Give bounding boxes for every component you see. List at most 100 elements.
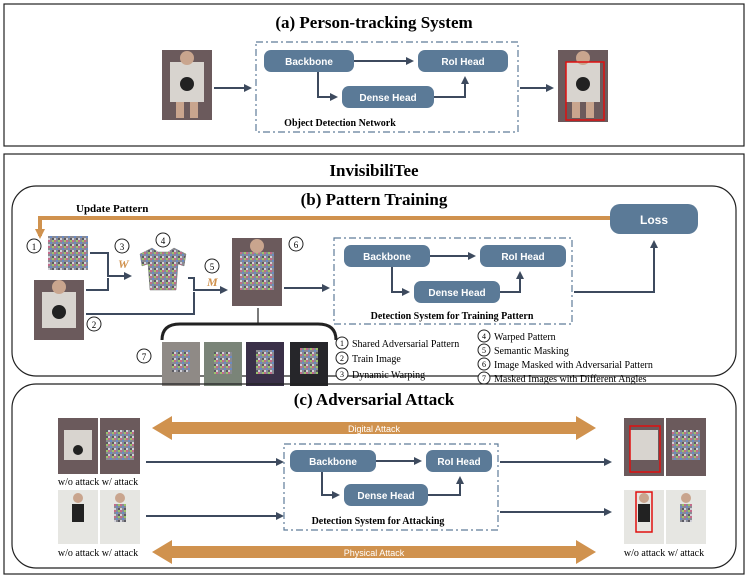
panel-c-dense-box	[344, 484, 428, 506]
physical-detection-box	[635, 491, 653, 533]
digital-output-images	[624, 418, 706, 476]
panel-c-roi-box	[426, 450, 492, 472]
loss-label: Loss	[640, 213, 668, 227]
panel-a-dense-box	[342, 86, 434, 108]
panel-c-backbone-label: Backbone	[309, 457, 357, 468]
left-top-caption: w/o attack w/ attack	[58, 477, 138, 488]
marker-7	[136, 348, 152, 364]
panel-c-system-caption: Detection System for Attacking	[312, 516, 445, 527]
marker-4-num: 4	[161, 236, 166, 246]
legend-6-text: Image Masked with Adversarial Pattern	[494, 360, 653, 371]
warp-w-label: W	[118, 257, 130, 271]
marker-3	[114, 238, 130, 254]
marker-2	[86, 316, 102, 332]
arrow-b-dense-roi	[500, 271, 524, 293]
update-pattern-label: Update Pattern	[76, 203, 148, 215]
panel-b-system-caption: Detection System for Training Pattern	[371, 311, 534, 322]
panel-c-frame	[11, 383, 737, 569]
panel-c-backbone-box	[290, 450, 376, 472]
panel-bc-frame	[3, 153, 745, 575]
marker-1-num: 1	[32, 242, 37, 252]
panel-b-frame	[11, 185, 737, 377]
train-image	[34, 280, 84, 340]
panel-a-detection-box	[565, 61, 605, 121]
system-title: InvisibiliTee	[329, 161, 419, 180]
physical-attack-label: Physical Attack	[344, 548, 405, 558]
left-bottom-caption: w/o attack w/ attack	[58, 548, 138, 559]
marker-6	[288, 236, 304, 252]
arrow-shirt-to-masked	[188, 277, 228, 294]
digital-detection-box	[629, 425, 661, 473]
panel-a-roi-label: RoI Head	[441, 57, 484, 68]
arrow-b-backbone-dense	[391, 267, 410, 296]
line-image-to-shirt	[86, 278, 109, 291]
right-bottom-caption: w/o attack w/ attack	[624, 548, 704, 559]
masked-image	[232, 238, 282, 306]
panel-a-dashed-box	[255, 41, 519, 133]
panel-c-dashed-box	[283, 443, 499, 531]
panel-b-dense-label: Dense Head	[428, 288, 485, 299]
bracket-curve	[160, 322, 338, 341]
arrow-system-to-loss	[574, 240, 658, 293]
legend-2-num: 2	[340, 354, 344, 363]
legend-6-num: 6	[482, 360, 486, 369]
angle-sample-images	[162, 342, 328, 386]
digital-attack-arrow	[152, 416, 596, 440]
legend-3-text: Dynamic Warping	[352, 370, 425, 381]
legend-5-text: Semantic Masking	[494, 346, 569, 357]
adversarial-pattern-image	[48, 236, 88, 270]
legend-2-text: Train Image	[352, 354, 401, 365]
panel-b-roi-label: RoI Head	[501, 252, 544, 263]
panel-b-roi-box	[480, 245, 566, 267]
marker-5-num: 5	[210, 262, 215, 272]
marker-7-num: 7	[142, 352, 147, 362]
digital-attack-label: Digital Attack	[348, 424, 401, 434]
panel-a-backbone-box	[264, 50, 354, 72]
arrow-c-dense-roi	[428, 476, 464, 496]
panel-b-backbone-box	[344, 245, 430, 267]
marker-3-num: 3	[120, 242, 125, 252]
legend-3-num: 3	[340, 370, 344, 379]
panel-a-network-caption: Object Detection Network	[284, 118, 396, 129]
marker-1	[26, 238, 42, 254]
physical-input-images	[58, 490, 140, 544]
panel-a-roi-box	[418, 50, 508, 72]
loss-box	[610, 204, 698, 234]
arrow-pattern-to-shirt	[90, 252, 132, 280]
panel-c-roi-label: RoI Head	[437, 457, 480, 468]
legend-4-num: 4	[482, 332, 486, 341]
panel-b-dashed-box	[333, 237, 573, 325]
panel-b-dense-box	[414, 281, 500, 303]
panel-a-input-image	[162, 50, 212, 120]
legend-7-text: Masked Images with Different Angles	[494, 374, 647, 385]
panel-b-title: (b) Pattern Training	[301, 190, 448, 209]
panel-c-dense-label: Dense Head	[357, 491, 414, 502]
physical-attack-arrow	[152, 540, 596, 564]
arrow-a-dense-roi	[434, 76, 469, 98]
panel-b-backbone-label: Backbone	[363, 252, 411, 263]
panel-a-title: (a) Person-tracking System	[275, 13, 472, 32]
update-pattern-arrow	[35, 216, 614, 239]
legend-1-text: Shared Adversarial Pattern	[352, 339, 459, 350]
physical-output-images	[624, 490, 706, 544]
marker-4	[155, 232, 171, 248]
panel-a-dense-label: Dense Head	[359, 93, 416, 104]
panel-a-backbone-label: Backbone	[285, 57, 333, 68]
panel-a-frame	[3, 3, 745, 147]
mask-m-label: M	[206, 275, 218, 289]
digital-input-images	[58, 418, 140, 474]
panel-a-output-image	[558, 50, 608, 122]
arrow-c-backbone-dense	[321, 472, 340, 499]
panel-c-title: (c) Adversarial Attack	[294, 390, 455, 409]
marker-2-num: 2	[92, 320, 97, 330]
legend-7-num: 7	[482, 374, 486, 383]
line-image-to-mask	[86, 292, 195, 315]
panel-b-legend: 1 Shared Adversarial Pattern 2 Train Ima…	[335, 329, 653, 385]
marker-6-num: 6	[294, 240, 299, 250]
arrow-a-backbone-dense	[317, 72, 338, 101]
legend-4-text: Warped Pattern	[494, 332, 556, 343]
marker-5	[204, 258, 220, 274]
warped-pattern-shirt	[139, 247, 187, 291]
legend-1-num: 1	[340, 339, 344, 348]
